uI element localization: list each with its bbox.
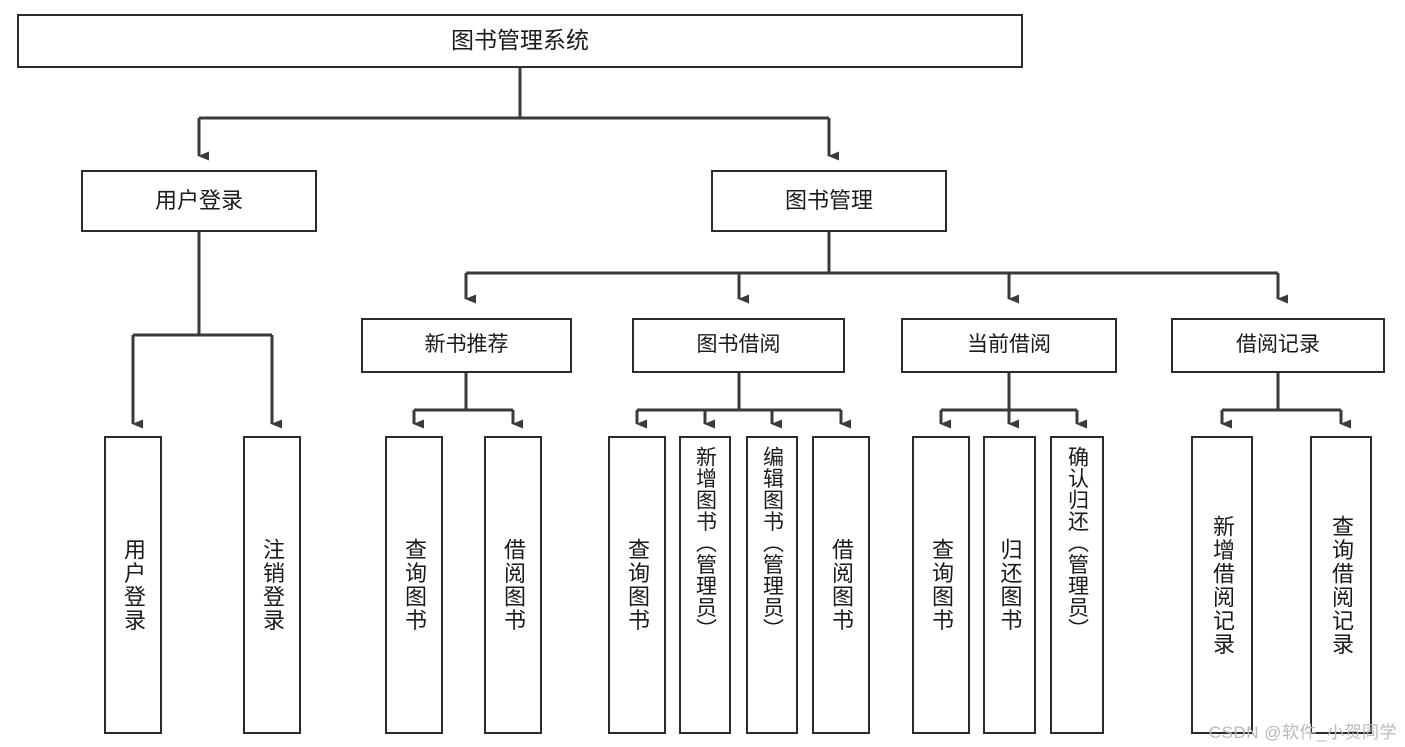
node-leaf-query-book-1[interactable]: 查询图书 (385, 436, 443, 734)
node-leaf-borrow-book-2-label: 借阅图书 (829, 538, 854, 632)
node-leaf-borrow-book-1-label: 借阅图书 (501, 538, 526, 632)
node-leaf-query-record-label: 查询借阅记录 (1329, 514, 1354, 656)
node-root-label: 图书管理系统 (451, 27, 589, 54)
node-leaf-return-book-label: 归还图书 (997, 538, 1023, 632)
node-user-login[interactable]: 用户登录 (81, 170, 317, 232)
node-leaf-query-book-3[interactable]: 查询图书 (912, 436, 970, 734)
node-root[interactable]: 图书管理系统 (17, 14, 1023, 68)
node-leaf-query-book-1-label: 查询图书 (402, 538, 427, 632)
node-borrow-record-label: 借阅记录 (1236, 333, 1320, 357)
node-current-borrow-label: 当前借阅 (967, 333, 1051, 357)
node-leaf-add-book-label: 新增图书（管理员） (693, 446, 717, 640)
node-leaf-edit-book[interactable]: 编辑图书（管理员） (746, 436, 798, 734)
node-leaf-logout-label: 注销登录 (260, 538, 285, 632)
node-user-login-label: 用户登录 (154, 188, 243, 214)
node-new-book-recommend-label: 新书推荐 (424, 333, 509, 357)
node-current-borrow[interactable]: 当前借阅 (901, 318, 1117, 373)
node-leaf-logout[interactable]: 注销登录 (243, 436, 301, 734)
node-leaf-query-book-2[interactable]: 查询图书 (608, 436, 666, 734)
node-leaf-user-login-label: 用户登录 (121, 538, 146, 632)
node-leaf-borrow-book-1[interactable]: 借阅图书 (484, 436, 542, 734)
csdn-watermark: CSDN @软件_小贺同学 (1208, 723, 1397, 742)
node-leaf-borrow-book-2[interactable]: 借阅图书 (812, 436, 870, 734)
node-leaf-confirm-return-label: 确认归还（管理员） (1065, 446, 1089, 640)
node-leaf-user-login[interactable]: 用户登录 (104, 436, 162, 734)
node-book-borrow-label: 图书借阅 (696, 333, 781, 357)
node-leaf-add-record[interactable]: 新增借阅记录 (1191, 436, 1253, 734)
node-leaf-query-book-2-label: 查询图书 (625, 538, 650, 632)
node-leaf-return-book[interactable]: 归还图书 (983, 436, 1036, 734)
node-book-manage-label: 图书管理 (784, 188, 873, 214)
node-leaf-query-record[interactable]: 查询借阅记录 (1310, 436, 1372, 734)
node-book-manage[interactable]: 图书管理 (711, 170, 947, 232)
node-leaf-confirm-return[interactable]: 确认归还（管理员） (1050, 436, 1104, 734)
node-leaf-add-book[interactable]: 新增图书（管理员） (679, 436, 731, 734)
node-book-borrow[interactable]: 图书借阅 (632, 318, 845, 373)
node-new-book-recommend[interactable]: 新书推荐 (361, 318, 572, 373)
node-leaf-edit-book-label: 编辑图书（管理员） (760, 446, 784, 640)
node-borrow-record[interactable]: 借阅记录 (1171, 318, 1385, 373)
node-leaf-add-record-label: 新增借阅记录 (1210, 514, 1235, 656)
node-leaf-query-book-3-label: 查询图书 (929, 538, 954, 632)
